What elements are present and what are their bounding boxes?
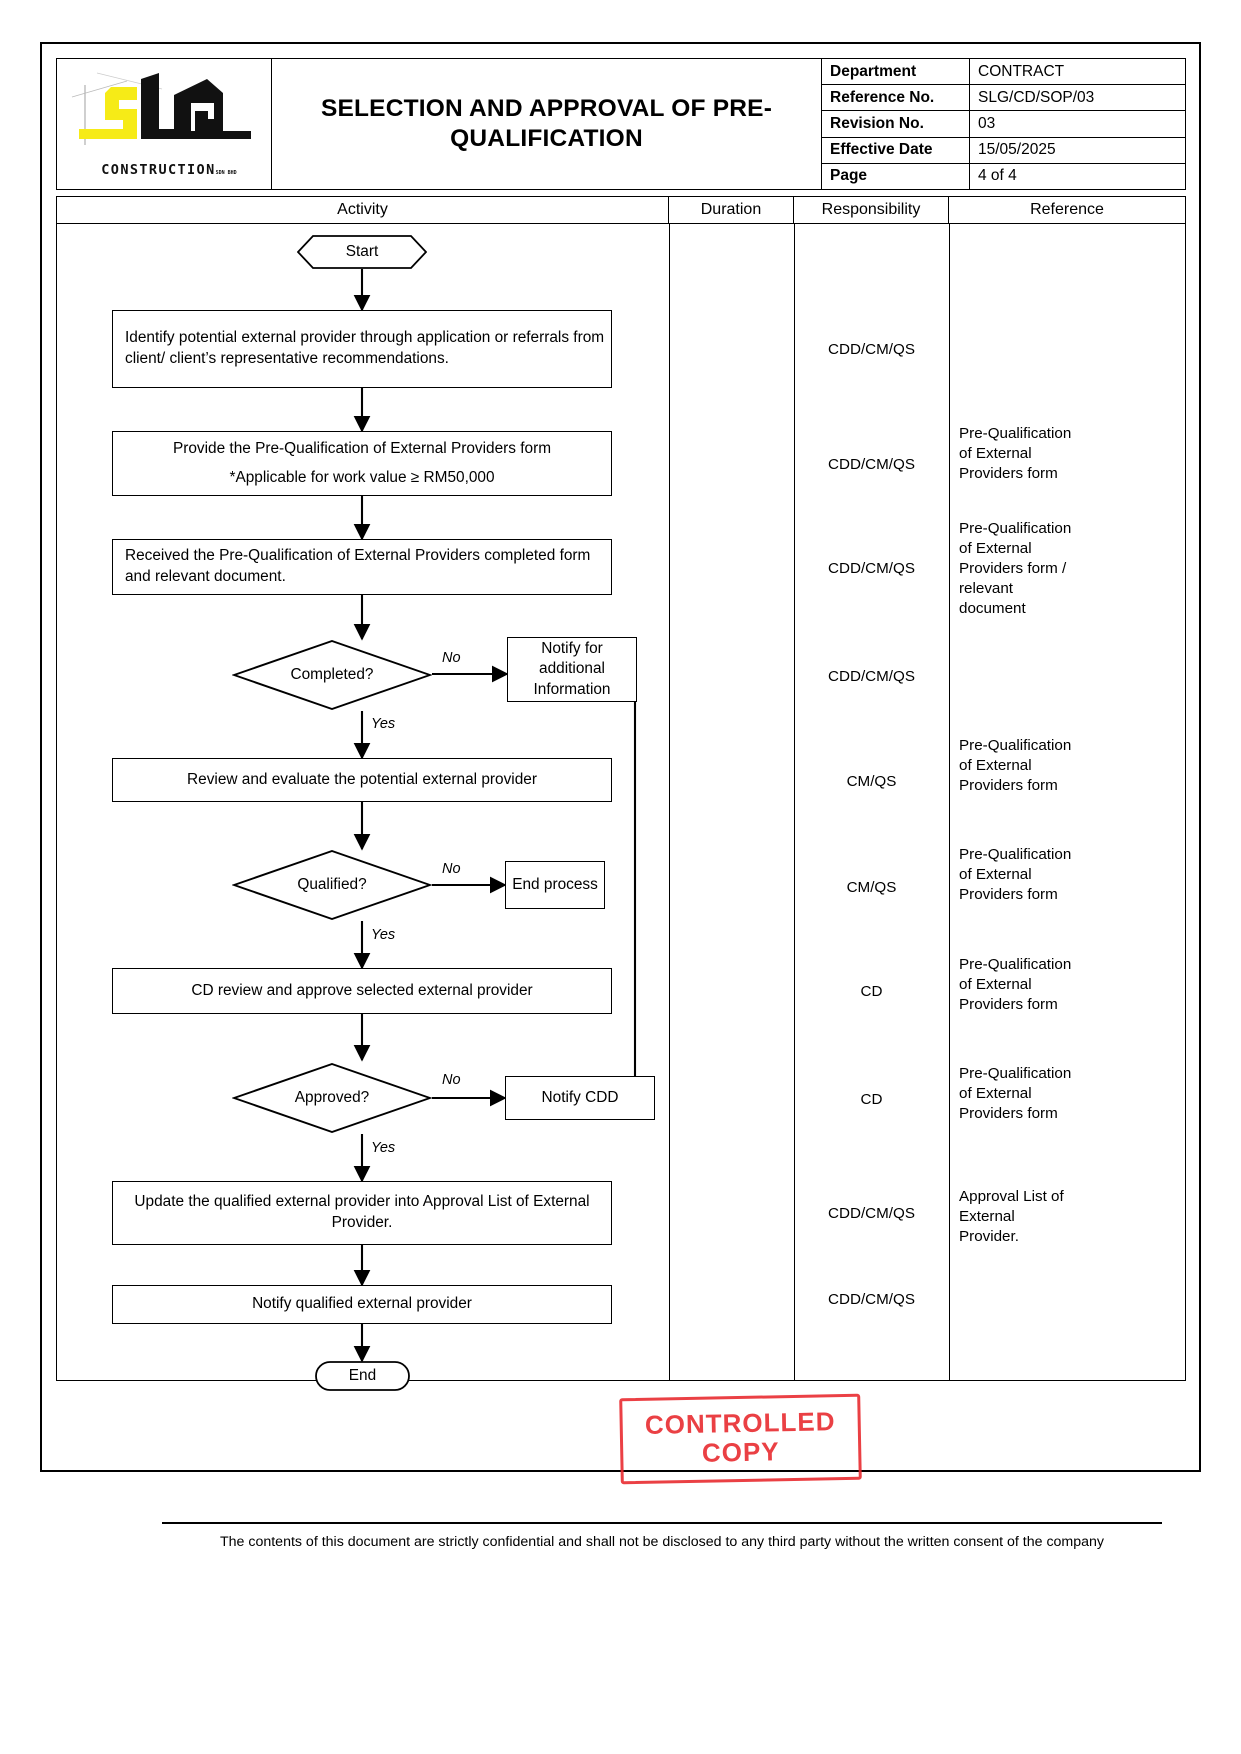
header-meta-table: Department CONTRACT Reference No. SLG/CD… <box>822 59 1185 190</box>
flow-decision-qualified-label: Qualified? <box>297 876 367 893</box>
meta-row-department: Department CONTRACT <box>822 59 1185 86</box>
responsibility-cell: CM/QS <box>846 773 897 790</box>
flow-branch-label-completed-yes: Yes <box>371 716 396 732</box>
footer-divider <box>162 1522 1162 1524</box>
flow-step-cd-review-text: CD review and approve selected external … <box>191 981 533 999</box>
flow-step-review-text: Review and evaluate the potential extern… <box>187 770 537 788</box>
flow-step-provide: Provide the Pre-Qualification of Externa… <box>112 431 612 496</box>
flow-side-box-end-process-text: End process <box>512 875 598 893</box>
meta-value: 15/05/2025 <box>978 141 1056 159</box>
meta-key: Effective Date <box>822 137 970 163</box>
column-divider-duration <box>794 224 795 1380</box>
flow-start-label: Start <box>345 243 379 260</box>
reference-cell: Pre-Qualification of External Providers … <box>959 1065 1072 1123</box>
flow-step-cd-review: CD review and approve selected external … <box>112 968 612 1014</box>
meta-row-page: Page 4 of 4 <box>822 163 1185 190</box>
logo-caption-sub: SDN BHD <box>215 170 237 176</box>
stamp-line-1: CONTROLLED <box>644 1406 836 1441</box>
responsibility-cell: CDD/CM/QS <box>828 456 915 473</box>
flow-step-update-text: Update the qualified external provider i… <box>134 1193 590 1231</box>
document-title: SELECTION AND APPROVAL OF PRE-QUALIFICAT… <box>272 59 822 189</box>
flow-side-box-notify-cdd: Notify CDD <box>505 1076 655 1120</box>
flow-step-received: Received the Pre-Qualification of Extern… <box>112 539 612 595</box>
flow-branch-label-completed-no: No <box>442 650 461 666</box>
flow-side-box-notify-additional-text: Notify for additional Information <box>533 639 611 698</box>
flow-decision-completed: Completed? <box>232 639 432 711</box>
flow-step-provide-line1: Provide the Pre-Qualification of Externa… <box>172 439 552 457</box>
footer-confidentiality-text: The contents of this document are strict… <box>219 1534 1105 1550</box>
meta-value: SLG/CD/SOP/03 <box>978 88 1095 106</box>
reference-cell: Pre-Qualification of External Providers … <box>959 956 1072 1014</box>
meta-row-reference-no: Reference No. SLG/CD/SOP/03 <box>822 85 1185 112</box>
slg-logo-icon <box>71 72 251 145</box>
logo-caption: CONSTRUCTIONSDN BHD <box>89 162 249 178</box>
flow-end-label: End <box>348 1367 377 1384</box>
document-header: CONSTRUCTIONSDN BHD SELECTION AND APPROV… <box>56 58 1186 190</box>
reference-cell: Approval List of External Provider. <box>959 1188 1064 1246</box>
controlled-copy-stamp: CONTROLLED COPY <box>619 1393 862 1485</box>
flow-decision-approved: Approved? <box>232 1062 432 1134</box>
table-body: Start Identify potential external provid… <box>57 224 1185 1391</box>
flow-side-box-notify-cdd-text: Notify CDD <box>541 1088 619 1106</box>
flow-step-provide-lines: Provide the Pre-Qualification of Externa… <box>113 439 611 488</box>
responsibility-cell: CDD/CM/QS <box>828 1205 915 1222</box>
stamp-line-2: COPY <box>701 1435 780 1468</box>
column-header-responsibility: Responsibility <box>794 197 949 223</box>
flow-step-provide-line2: *Applicable for work value ≥ RM50,000 <box>229 468 495 486</box>
meta-row-effective-date: Effective Date 15/05/2025 <box>822 137 1185 164</box>
flow-side-box-notify-additional: Notify for additional Information <box>507 637 637 702</box>
meta-row-revision-no: Revision No. 03 <box>822 111 1185 138</box>
meta-key: Revision No. <box>822 111 970 137</box>
flow-decision-completed-label: Completed? <box>290 666 374 683</box>
meta-key: Reference No. <box>822 85 970 111</box>
reference-cell: Pre-Qualification of External Providers … <box>959 737 1072 795</box>
table-header-row: Activity Duration Responsibility Referen… <box>57 197 1185 224</box>
flow-start-terminator: Start <box>297 235 427 269</box>
column-header-reference: Reference <box>1030 201 1104 218</box>
responsibility-cell: CDD/CM/QS <box>828 1291 915 1308</box>
flow-branch-label-qualified-yes: Yes <box>371 927 396 943</box>
flow-end-terminator: End <box>315 1361 410 1391</box>
responsibility-cell: CM/QS <box>846 879 897 896</box>
flow-step-identify: Identify potential external provider thr… <box>112 310 612 388</box>
flow-branch-label-approved-no: No <box>442 1072 461 1088</box>
logo-caption-text: CONSTRUCTION <box>101 162 216 178</box>
flow-branch-label-approved-yes: Yes <box>371 1140 396 1156</box>
flow-step-review: Review and evaluate the potential extern… <box>112 758 612 802</box>
responsibility-cell: CDD/CM/QS <box>828 668 915 685</box>
logo-artwork: CONSTRUCTIONSDN BHD <box>67 67 262 182</box>
responsibility-cell: CDD/CM/QS <box>828 341 915 358</box>
column-divider-activity <box>669 224 670 1380</box>
flow-step-update: Update the qualified external provider i… <box>112 1181 612 1245</box>
column-divider-responsibility <box>949 224 950 1380</box>
company-logo: CONSTRUCTIONSDN BHD <box>57 59 272 189</box>
meta-value: 4 of 4 <box>978 167 1017 185</box>
reference-cell: Pre-Qualification of External Providers … <box>959 520 1072 618</box>
responsibility-cell: CD <box>860 983 883 1000</box>
reference-cell: Pre-Qualification of External Providers … <box>959 846 1072 904</box>
flow-side-box-end-process: End process <box>505 861 605 909</box>
document-title-text: SELECTION AND APPROVAL OF PRE-QUALIFICAT… <box>320 95 773 152</box>
column-header-duration: Duration <box>669 197 794 223</box>
responsibility-cell: CD <box>860 1091 883 1108</box>
flow-step-notify-provider: Notify qualified external provider <box>112 1285 612 1324</box>
procedure-table: Activity Duration Responsibility Referen… <box>56 196 1186 1391</box>
flow-step-received-text: Received the Pre-Qualification of Extern… <box>125 547 591 585</box>
flow-branch-label-qualified-no: No <box>442 861 461 877</box>
responsibility-cell: CDD/CM/QS <box>828 560 915 577</box>
meta-value: 03 <box>978 115 996 132</box>
reference-cell: Pre-Qualification of External Providers … <box>959 425 1072 483</box>
meta-value: CONTRACT <box>978 62 1065 80</box>
flow-decision-approved-label: Approved? <box>294 1089 370 1106</box>
flow-step-identify-text: Identify potential external provider thr… <box>125 329 605 367</box>
flow-decision-qualified: Qualified? <box>232 849 432 921</box>
document-page: CONSTRUCTIONSDN BHD SELECTION AND APPROV… <box>40 42 1201 1550</box>
meta-key: Page <box>822 163 970 190</box>
meta-key: Department <box>822 59 970 85</box>
flow-step-notify-provider-text: Notify qualified external provider <box>252 1295 472 1313</box>
column-header-activity: Activity <box>57 197 669 223</box>
